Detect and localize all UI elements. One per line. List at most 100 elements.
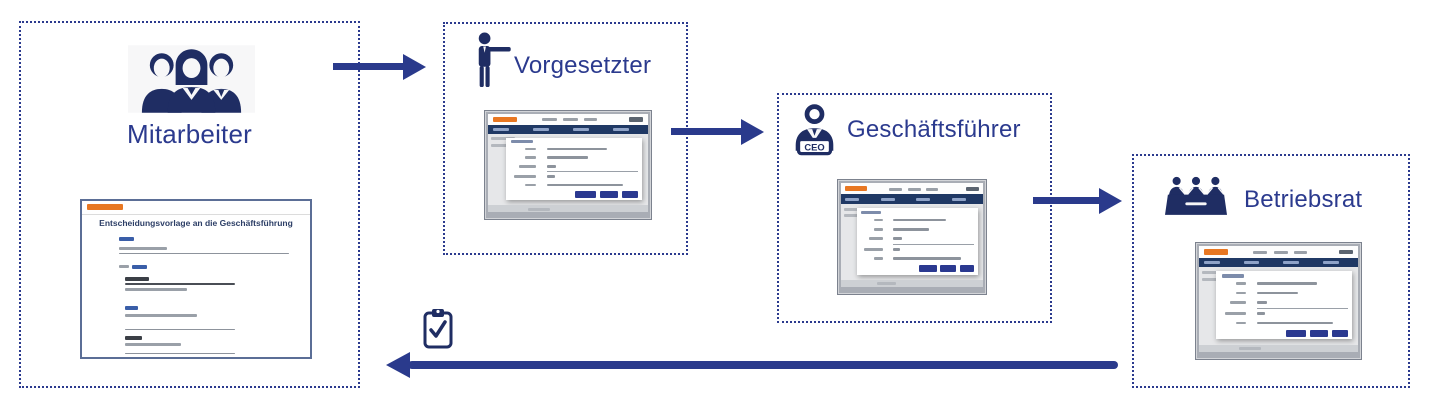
mini-app-screen — [1199, 246, 1358, 352]
field-value-line — [893, 257, 962, 260]
arrow-shaft — [333, 63, 405, 70]
form-title: Entscheidungsvorlage an die Geschäftsfüh… — [99, 218, 293, 228]
field-value-line — [1257, 291, 1299, 295]
works-council-app-screenshot — [1195, 242, 1362, 360]
footer-line — [1238, 347, 1261, 351]
menu-item-dash — [563, 118, 578, 122]
close-button — [621, 191, 639, 198]
arrow-shaft — [408, 361, 1118, 369]
field-label-line — [119, 237, 134, 241]
menu-item-dash — [907, 187, 921, 191]
field-label-line — [1230, 301, 1247, 304]
field-underline — [125, 283, 235, 285]
sidebar-line — [843, 207, 866, 211]
sidebar-line — [843, 214, 861, 218]
field-value-line — [893, 237, 902, 240]
field-label-line — [1235, 291, 1247, 295]
nav-item-dash — [492, 127, 509, 131]
reject-button — [600, 191, 618, 198]
nav-item-dash — [1283, 260, 1300, 264]
brand-logo — [1203, 249, 1228, 255]
divider — [546, 171, 639, 173]
ceo-app-screenshot — [837, 179, 987, 295]
approval-dialog — [1216, 271, 1353, 340]
field-value-line — [119, 247, 167, 250]
sidebar-line — [1202, 278, 1222, 282]
sidebar-line — [491, 143, 511, 147]
field-value-line — [893, 247, 901, 251]
field-label-line — [513, 175, 536, 178]
dialog-title-line — [1221, 274, 1244, 278]
ceo-badge-text: CEO — [804, 141, 824, 152]
field-label-line — [1224, 312, 1247, 315]
supervisor-icon — [478, 32, 511, 87]
field-underline — [125, 329, 235, 330]
approve-button — [1285, 329, 1307, 337]
reject-button — [1310, 329, 1328, 337]
nav-item-dash — [880, 197, 895, 201]
field-label-line — [873, 227, 884, 231]
nav-item-dash — [612, 127, 629, 131]
menu-item-dash — [542, 118, 557, 122]
sidebar-line — [1202, 271, 1227, 275]
section-label-line — [119, 265, 129, 268]
user-badge — [628, 117, 644, 122]
field-label-line — [868, 237, 884, 240]
approve-button — [575, 191, 596, 198]
field-value-line — [1257, 301, 1267, 304]
mini-app-footer — [1199, 344, 1358, 352]
divider — [893, 243, 975, 245]
supervisor-app-screenshot — [484, 110, 652, 220]
stage-box-geschaeftsfuehrer: CEO Geschäftsführer — [777, 93, 1052, 323]
arrow-head — [741, 119, 764, 145]
nav-item-dash — [1243, 260, 1260, 264]
clipboard-check-icon — [423, 309, 453, 349]
mini-app-screen — [841, 183, 983, 287]
approval-dialog — [505, 137, 643, 201]
brand-logo — [492, 117, 517, 122]
team-icon — [128, 45, 255, 113]
stage-box-betriebsrat: Betriebsrat — [1132, 154, 1410, 388]
reject-button — [940, 265, 957, 272]
field-label-line — [519, 165, 536, 168]
brand-logo — [87, 204, 123, 210]
section-label-line — [132, 265, 147, 269]
arrow-head — [403, 54, 426, 80]
field-label-line — [125, 306, 138, 310]
field-label-line — [524, 147, 536, 151]
user-badge — [965, 186, 979, 191]
committee-icon — [1165, 176, 1227, 215]
field-label-line — [524, 183, 536, 187]
field-label-line — [873, 257, 884, 260]
helper-text-line — [125, 343, 181, 346]
mini-app-navbar — [1199, 257, 1358, 268]
nav-item-dash — [845, 197, 860, 201]
field-value-line — [1257, 321, 1334, 325]
menu-item-dash — [1253, 250, 1268, 254]
field-underline — [119, 253, 289, 254]
stage-label-geschaeftsfuehrer: Geschäftsführer — [847, 116, 1021, 143]
close-button — [1332, 329, 1349, 337]
arrow-shaft — [1033, 197, 1101, 204]
brand-logo — [845, 186, 867, 192]
menu-item-dash — [926, 187, 938, 191]
close-button — [959, 265, 975, 272]
field-value-line — [546, 156, 588, 159]
form-header — [82, 201, 310, 215]
field-label-line — [1235, 321, 1247, 325]
arrow-head — [386, 352, 410, 378]
menu-item-dash — [889, 187, 903, 191]
ceo-icon: CEO — [795, 104, 834, 156]
helper-text-line — [125, 314, 197, 317]
stage-box-mitarbeiter: Mitarbeiter Entscheidungsvorlage an die … — [19, 21, 360, 388]
helper-text-line — [125, 288, 187, 291]
nav-item-dash — [572, 127, 589, 131]
mini-app-screen — [488, 114, 648, 212]
nav-item-dash — [532, 127, 549, 131]
user-badge — [1338, 249, 1354, 255]
stage-label-betriebsrat: Betriebsrat — [1244, 186, 1363, 213]
mini-app-navbar — [841, 194, 983, 204]
field-label-line — [125, 277, 149, 281]
nav-item-dash — [1203, 260, 1220, 264]
